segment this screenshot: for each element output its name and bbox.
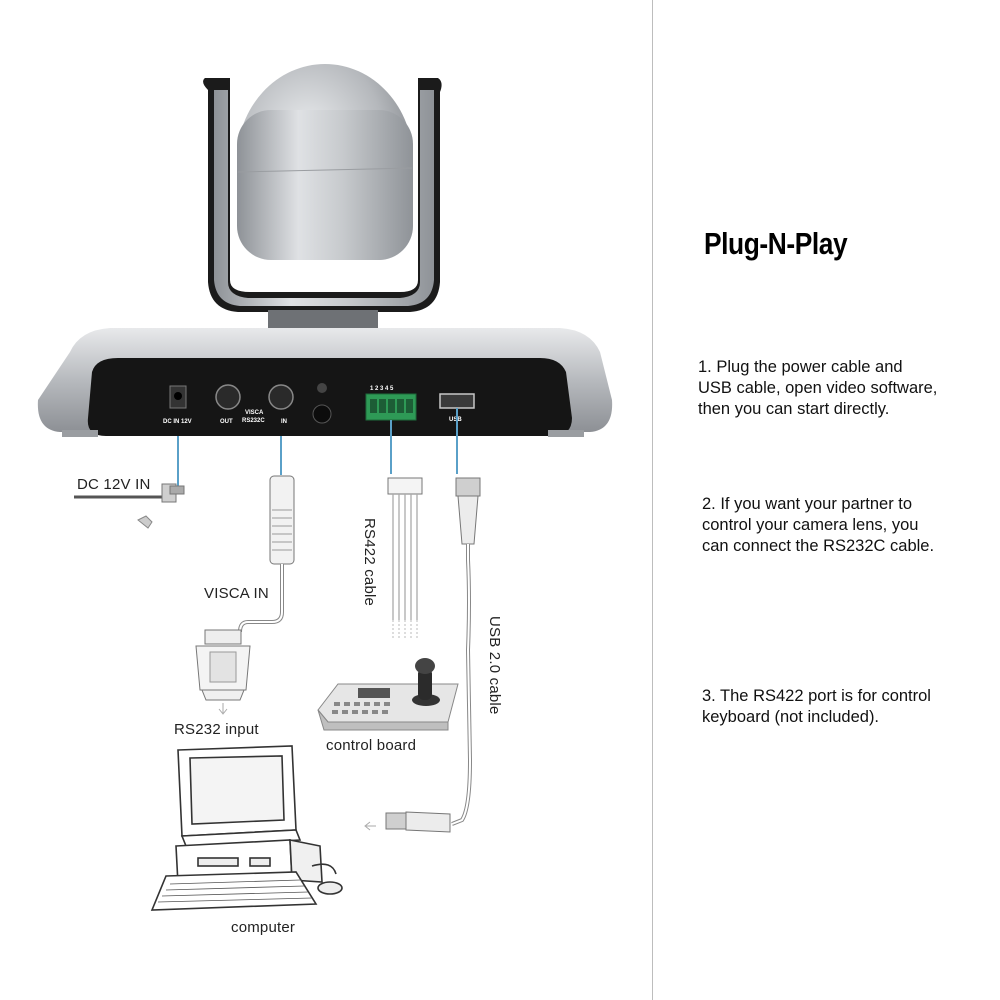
label-visca-in: VISCA IN (204, 585, 269, 602)
page-title: Plug-N-Play (704, 226, 848, 261)
control-board (317, 658, 459, 731)
label-usb-cable: USB 2.0 cable (486, 616, 503, 715)
label-rs232-input: RS232 input (174, 721, 259, 738)
step-2-text: 2. If you want your partner to control y… (702, 495, 935, 555)
dc-cable (74, 436, 185, 529)
label-dc-12v-in: DC 12V IN (77, 476, 151, 493)
camera-back-panel (87, 358, 573, 436)
label-computer: computer (231, 919, 296, 936)
visca-port (268, 384, 294, 410)
usb-cable (364, 408, 481, 833)
port-label-out: OUT (220, 419, 233, 425)
label-control-board: control board (326, 737, 417, 754)
connection-diagram: DC IN 12V OUT VISCA RS232C IN 1 2 3 4 5 … (37, 64, 613, 911)
computer (150, 745, 343, 911)
out-port (215, 384, 241, 410)
ir-sensor (317, 383, 327, 393)
camera-neck (268, 310, 378, 328)
port-label-terminal: 1 2 3 4 5 (370, 386, 394, 392)
port-label-visca: VISCA (245, 410, 264, 416)
step-1-text: 1. Plug the power cable and USB cable, o… (698, 358, 938, 418)
column-divider (652, 0, 653, 1000)
usb-port (439, 393, 475, 409)
camera-head-body (237, 110, 413, 260)
port-label-dc: DC IN 12V (163, 419, 192, 425)
port-label-in: IN (281, 419, 287, 425)
port-label-rs232c: RS232C (242, 418, 265, 424)
step-3-text: 3. The RS422 port is for control keyboar… (702, 687, 931, 726)
power-button (312, 404, 332, 424)
visca-cable (195, 436, 295, 715)
ptz-camera: DC IN 12V OUT VISCA RS232C IN 1 2 3 4 5 … (37, 64, 613, 437)
port-label-usb: USB (449, 417, 462, 423)
rs422-cable (387, 420, 423, 640)
label-rs422-cable: RS422 cable (361, 518, 378, 607)
